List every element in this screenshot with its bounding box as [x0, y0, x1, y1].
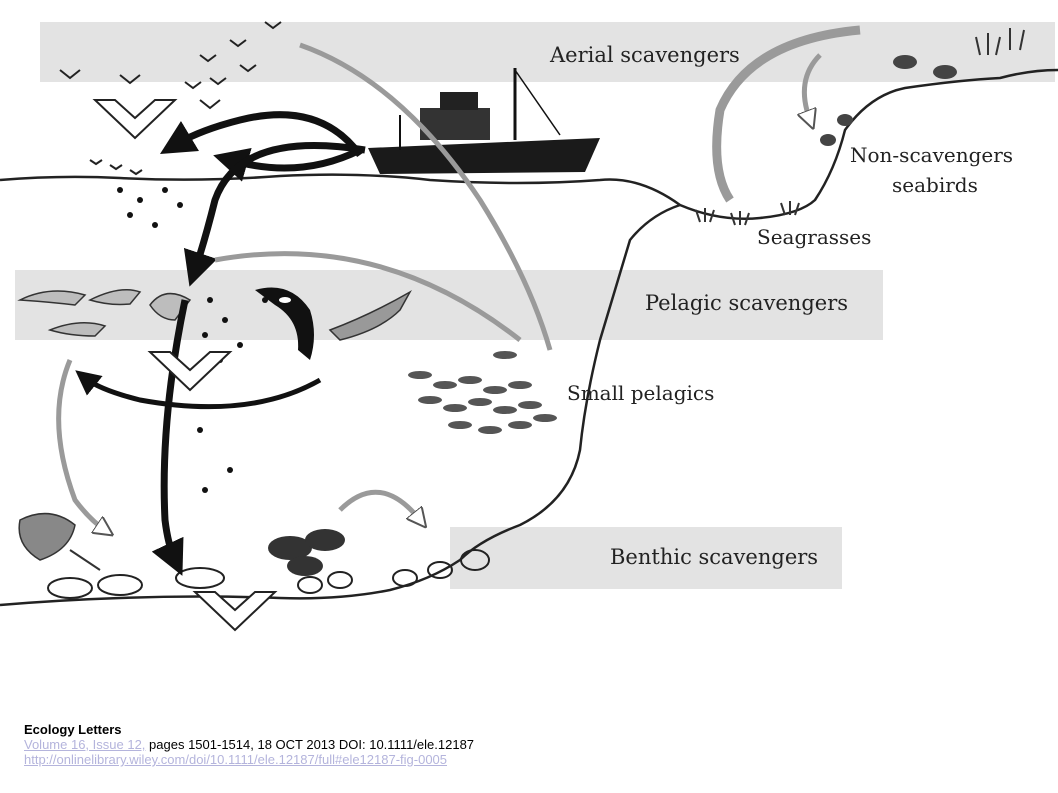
seabirds-label: seabirds — [892, 173, 978, 197]
aerial-label: Aerial scavengers — [549, 43, 740, 67]
crab-icon — [47, 549, 490, 599]
benthic-fish-icon — [268, 529, 345, 576]
continental-slope — [0, 203, 681, 607]
fish-school-icon — [408, 351, 557, 434]
citation-block: Ecology Letters Volume 16, Issue 12, pag… — [24, 722, 474, 767]
food-web-diagram: Aerial scavengers Pelagic scavengers Ben… — [0, 21, 1058, 632]
shark-icon — [328, 290, 412, 341]
ray-icon — [18, 512, 101, 571]
fishing-vessel-icon — [368, 68, 600, 174]
citation-details: pages 1501-1514, 18 OCT 2013 DOI: 10.111… — [145, 737, 475, 752]
benthic-band — [450, 527, 842, 589]
seagrass-icon — [695, 28, 1025, 226]
benthic-label: Benthic scavengers — [610, 545, 818, 569]
discard-flow-arrows — [75, 111, 366, 576]
coastal-bird-icon — [820, 55, 957, 146]
pelagic-label: Pelagic scavengers — [645, 291, 848, 315]
orca-icon — [255, 287, 314, 360]
citation-line: Volume 16, Issue 12, pages 1501-1514, 18… — [24, 737, 474, 752]
journal-title: Ecology Letters — [24, 722, 122, 737]
doi-url-link[interactable]: http://onlinelibrary.wiley.com/doi/10.11… — [24, 752, 448, 767]
dolphin-icon — [17, 289, 192, 337]
exchange-symbol — [92, 99, 278, 632]
seagrasses-label: Seagrasses — [757, 225, 871, 249]
aerial-band — [40, 22, 1055, 82]
volume-link[interactable]: Volume 16, Issue 12, — [24, 737, 146, 752]
non-scavengers-label: Non-scavengers — [850, 143, 1013, 167]
grey-flow-arrows — [56, 25, 861, 530]
small-pelagics-label: Small pelagics — [567, 381, 714, 405]
seabird-icon — [59, 21, 282, 176]
